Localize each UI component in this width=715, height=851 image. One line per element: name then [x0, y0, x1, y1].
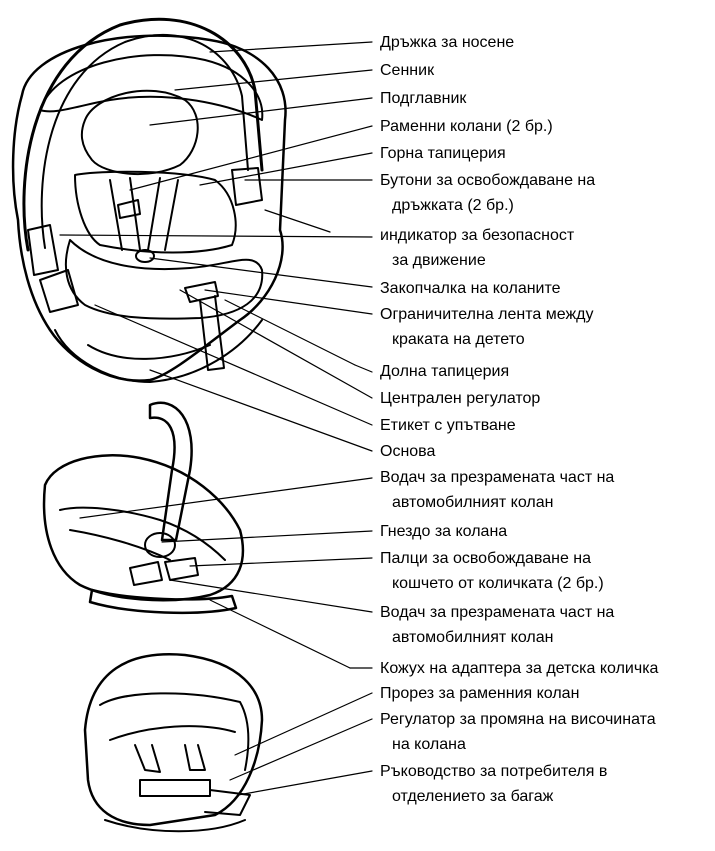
label-shoulder-straps: Раменни колани (2 бр.) — [380, 117, 553, 136]
label-carry-handle: Дръжка за носене — [380, 33, 514, 52]
middle-car-seat-illustration — [44, 403, 243, 613]
label-belt-slot: Гнездо за колана — [380, 522, 507, 541]
label-handle-release-buttons: Бутони за освобождаване на дръжката (2 б… — [380, 171, 595, 215]
label-stroller-release-tabs: Палци за освобождаване на кошчето от кол… — [380, 549, 604, 593]
label-user-manual-storage: Ръководство за потребителя в отделението… — [380, 762, 607, 806]
label-central-adjuster: Централен регулатор — [380, 389, 540, 408]
label-harness-height-adjuster: Регулатор за промяна на височината на ко… — [380, 710, 656, 754]
label-upper-padding: Горна тапицерия — [380, 144, 506, 163]
bottom-car-seat-illustration — [85, 654, 262, 831]
label-base: Основа — [380, 442, 435, 461]
label-instruction-label: Етикет с упътване — [380, 416, 516, 435]
label-headrest: Подглавник — [380, 89, 466, 108]
top-car-seat-illustration — [13, 19, 285, 382]
label-belt-guide-bottom: Водач за презрамената част на автомобилн… — [380, 603, 614, 647]
label-stroller-adapter-cover: Кожух на адаптера за детска количка — [380, 659, 658, 678]
label-belt-guide-top: Водач за презрамената част на автомобилн… — [380, 468, 614, 512]
label-harness-buckle: Закопчалка на коланите — [380, 279, 561, 298]
label-travel-safety-indicator: индикатор за безопасност за движение — [380, 226, 574, 270]
label-lower-padding: Долна тапицерия — [380, 362, 509, 381]
label-canopy: Сенник — [380, 61, 434, 80]
label-crotch-strap: Ограничителна лента между краката на дет… — [380, 305, 593, 349]
label-shoulder-belt-slot: Прорез за раменния колан — [380, 684, 579, 703]
